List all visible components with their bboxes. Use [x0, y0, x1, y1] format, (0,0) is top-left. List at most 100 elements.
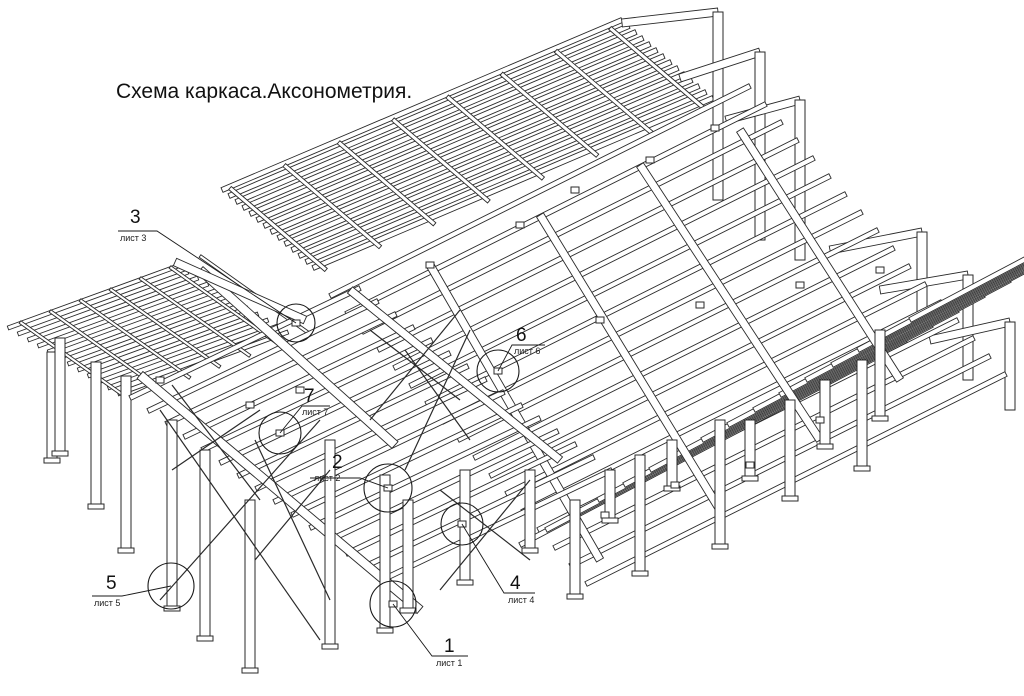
left-canopy-rafter [108, 287, 222, 369]
column [784, 399, 796, 501]
connection-plate [515, 221, 525, 229]
upper-purlin [262, 53, 666, 229]
left-canopy-column [90, 361, 102, 509]
upper-purlin [297, 83, 701, 259]
gable-beam [172, 257, 308, 325]
column [714, 419, 726, 549]
column-base-plate [456, 579, 474, 586]
callout-sheet-1: лист 1 [436, 658, 463, 668]
upper-purlin [241, 35, 645, 211]
main-roof-purlin [392, 155, 816, 371]
connection-plate [425, 261, 435, 269]
column [569, 499, 581, 599]
detail-circle-6 [476, 349, 520, 393]
upper-deck-rafter [499, 71, 600, 158]
middle-rafter [346, 286, 564, 464]
upper-purlin [234, 29, 638, 205]
column-base-plate [711, 543, 729, 550]
rear-x-brace-a [439, 489, 531, 561]
left-canopy-rafter [138, 276, 252, 358]
main-roof-purlin [328, 83, 752, 299]
upper-purlin [248, 41, 652, 217]
front-x-brace-b [159, 419, 321, 601]
connection-plate [695, 301, 705, 309]
left-canopy-column-base-plate [87, 503, 105, 510]
frame-members [6, 7, 1024, 674]
detail-circle-4 [440, 502, 484, 546]
column [379, 474, 391, 633]
connection-plate [595, 316, 605, 324]
front-x-brace-upper-a [254, 439, 331, 601]
callout-number-6: 6 [516, 325, 527, 346]
main-roof-purlin [472, 245, 896, 461]
connection-plate [815, 416, 825, 424]
upper-deck-rafter [282, 162, 383, 250]
left-canopy-column-base-plate [43, 457, 61, 464]
column-base-plate [631, 570, 649, 577]
column [744, 419, 756, 481]
callout-number-2: 2 [332, 452, 343, 473]
callout-sheet-7: лист 7 [302, 407, 329, 417]
column-base-plate [781, 495, 799, 502]
callout-number-4: 4 [510, 573, 521, 594]
front-roof-purlin [146, 298, 380, 414]
callout-sheet-5: лист 5 [94, 598, 121, 608]
main-roof-purlin [376, 137, 800, 353]
connection-plate [155, 376, 165, 384]
upper-purlin [269, 59, 673, 235]
portal-beam [928, 317, 1012, 345]
connection-plate [645, 156, 655, 164]
detail-circle-1 [369, 580, 417, 628]
upper-deck-rafter [445, 94, 546, 181]
right-roof-purlin [908, 256, 1024, 323]
connection-plate [795, 281, 805, 289]
upper-purlin [304, 89, 708, 265]
callout-number-1: 1 [444, 636, 455, 657]
front-roof-purlin [290, 402, 524, 518]
leader-2 [310, 477, 389, 489]
upper-deck-rafter [390, 117, 491, 204]
connection-plate [245, 401, 255, 409]
detail-circle-2 [363, 463, 413, 513]
main-roof-purlin [504, 281, 928, 497]
column [819, 379, 831, 449]
column-base-plate [601, 517, 619, 524]
front-x-brace-a [159, 409, 321, 641]
leader-6 [497, 344, 545, 372]
column-base-plate [741, 475, 759, 482]
upper-purlin [276, 65, 680, 241]
upper-deck-rafter [228, 185, 328, 273]
column-base-plate [196, 635, 214, 642]
front-roof-purlin [182, 324, 416, 440]
column-base-plate [399, 607, 417, 614]
leader-3 [118, 230, 297, 324]
rear-x-brace-b [439, 479, 531, 591]
detail-circle-3 [276, 303, 316, 343]
upper-purlin [311, 95, 715, 271]
middle-x-brace-2-b [404, 329, 471, 471]
connection-plate [600, 511, 610, 519]
portal-column [1004, 321, 1016, 411]
column [634, 454, 646, 576]
column-base-plate [816, 443, 834, 450]
main-rafter [736, 127, 904, 383]
upper-purlin [255, 47, 659, 223]
callout-number-3: 3 [130, 207, 141, 228]
callout-sheet-4: лист 4 [508, 595, 535, 605]
detail-circle-5 [147, 562, 195, 610]
upper-purlin [220, 17, 624, 193]
connection-plate [875, 266, 885, 274]
middle-x-brace-b [369, 309, 461, 421]
front-roof-purlin [254, 376, 488, 492]
callout-number-5: 5 [106, 573, 117, 594]
left-canopy-column-base-plate [51, 450, 69, 457]
front-roof-purlin [236, 363, 470, 479]
column-base-plate [521, 547, 539, 554]
connection-plate [670, 481, 680, 489]
connection-plate [710, 124, 720, 132]
connection-plate [295, 386, 305, 394]
column-base-plate [241, 667, 259, 674]
middle-x-brace-2-a [404, 349, 471, 441]
left-canopy-rafter [78, 298, 192, 380]
